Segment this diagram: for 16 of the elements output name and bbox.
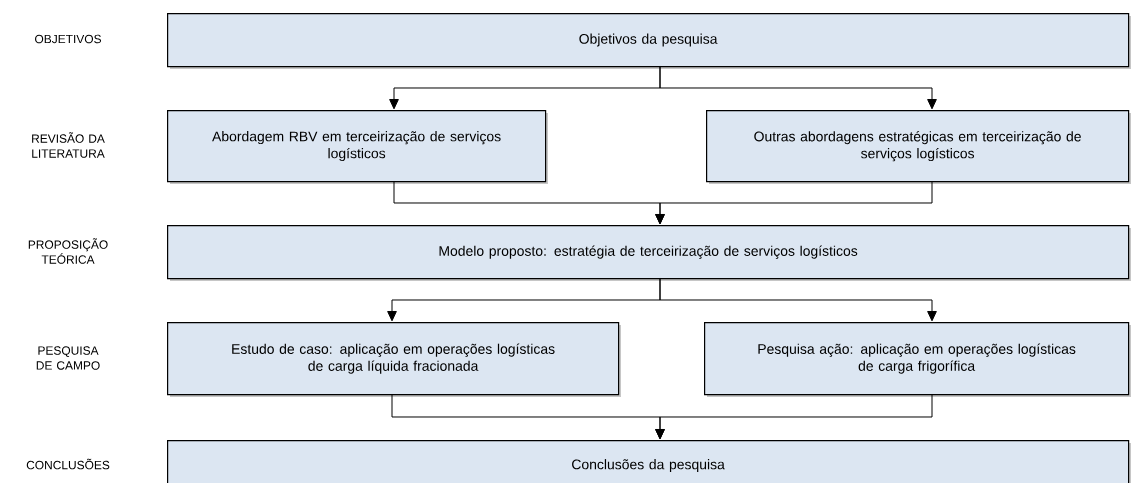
process-box: Conclusões da pesquisa	[167, 440, 1131, 483]
process-box: Pesquisa ação: aplicação em operações logísticas de carga frigorífica	[704, 322, 1131, 397]
row-label: CONCLUSÕES	[26, 458, 110, 470]
row-label: PROPOSIÇÃO TEÓRICA	[28, 238, 108, 264]
arrow	[659, 65, 937, 110]
arrow	[655, 393, 933, 440]
process-box: Objetivos da pesquisa	[167, 13, 1131, 69]
row-label: OBJETIVOS	[35, 34, 101, 44]
arrow	[655, 180, 933, 225]
process-box: Estudo de caso: aplicação em operações logísticas de carga líquida fracionada	[167, 322, 621, 397]
row-label: REVISÃO DA LITERATURA	[32, 132, 105, 158]
process-box: Abordagem RBV em terceirização de serviços logísticos	[167, 110, 548, 184]
arrow	[659, 277, 937, 322]
process-box: Outras abordagens estratégicas em terceirização de serviços logísticos	[706, 110, 1131, 184]
process-box: Modelo proposto: estratégia de terceirização de serviços logísticos	[167, 225, 1131, 281]
row-label: PESQUISA DE CAMPO	[36, 346, 100, 370]
